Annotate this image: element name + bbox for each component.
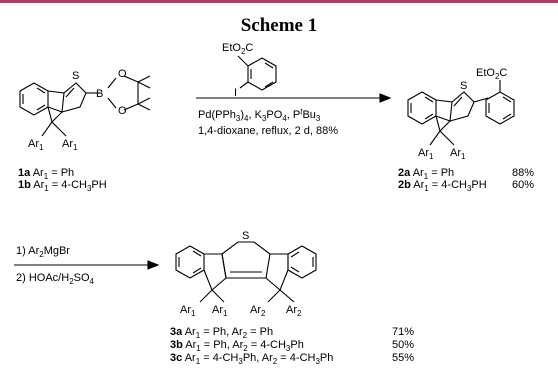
structure-2: [407, 80, 515, 146]
structure-3: [175, 241, 317, 303]
atom-S-1: S: [72, 70, 79, 82]
compound-3b: 3b Ar1 = Ph, Ar2 = 4-CH3Ph: [170, 339, 304, 353]
structure-1: [19, 75, 151, 137]
ar-label-3d: Ar2: [286, 304, 302, 318]
atom-B-1: B: [96, 88, 103, 100]
ar-label-3c: Ar2: [250, 304, 266, 318]
conditions-line-1: Pd(PPh3)4, K3PO4, PtBu3: [198, 107, 321, 123]
atom-EtO2C-2: EtO2C: [476, 67, 507, 81]
reagent-iodobenzoate: [237, 55, 277, 91]
atom-O-1b: O: [118, 105, 127, 117]
ar-label-1a: Ar1: [28, 138, 44, 152]
yield-3b: 50%: [392, 339, 414, 351]
step-1: 1) Ar2MgBr: [16, 245, 70, 259]
ar-label-3b: Ar1: [212, 304, 228, 318]
scheme-title: Scheme 1: [240, 15, 318, 36]
compound-3a: 3a Ar1 = Ph, Ar2 = Ph: [170, 326, 273, 340]
ar-label-3a: Ar1: [180, 304, 196, 318]
yield-3c: 55%: [392, 352, 414, 364]
atom-S-2: S: [460, 80, 467, 92]
yield-2b: 60%: [512, 179, 534, 191]
step-2: 2) HOAc/H2SO4: [16, 272, 95, 286]
atom-EtO2C-reagent: EtO2C: [222, 42, 253, 56]
compound-1b: 1b Ar1 = 4-CH3PH: [18, 179, 107, 193]
ar-label-2a: Ar1: [418, 147, 434, 161]
atom-O-1a: O: [118, 68, 127, 80]
ar-label-1b: Ar1: [62, 138, 78, 152]
yield-2a: 88%: [512, 167, 534, 179]
atom-I-reagent: I: [234, 87, 237, 99]
conditions-line-2: 1,4-dioxane, reflux, 2 d, 88%: [198, 125, 338, 137]
compound-2a: 2a Ar1 = Ph: [398, 167, 454, 181]
compound-3c: 3c Ar1 = 4-CH3Ph, Ar2 = 4-CH3Ph: [170, 352, 333, 366]
ar-label-2b: Ar1: [450, 147, 466, 161]
header-rule: [0, 0, 558, 3]
atom-S-3: S: [242, 230, 249, 242]
compound-2b: 2b Ar1 = 4-CH3PH: [398, 179, 487, 193]
compound-1a: 1a Ar1 = Ph: [18, 167, 74, 181]
yield-3a: 71%: [392, 326, 414, 338]
